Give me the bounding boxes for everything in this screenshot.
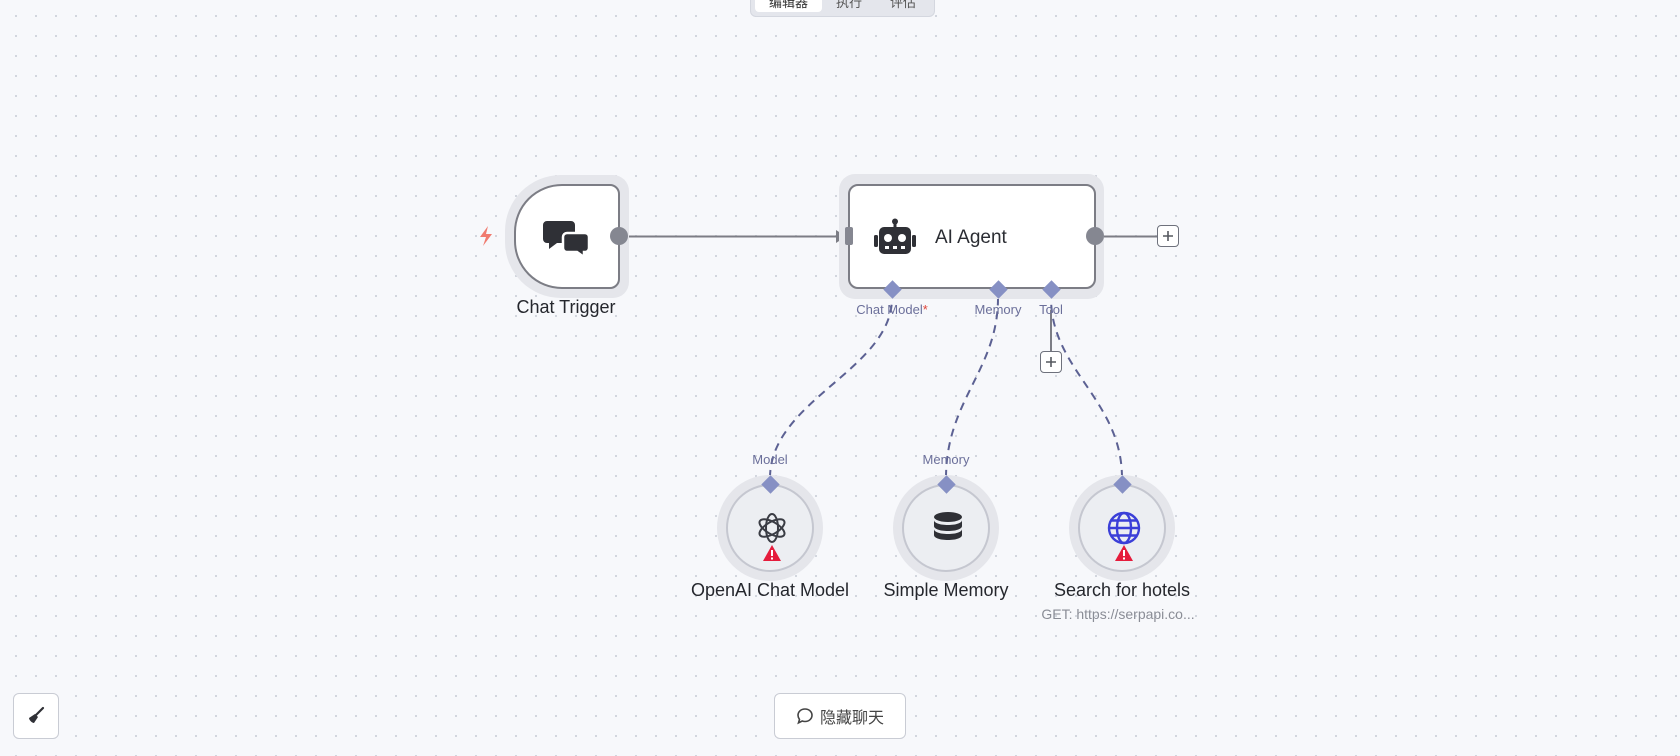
trigger-output-handle[interactable] <box>610 227 628 245</box>
warning-icon <box>763 545 781 561</box>
search-for-hotels-subtitle: GET: https://serpapi.co... <box>1041 606 1195 622</box>
database-icon <box>934 512 962 540</box>
node-openai-chat-model[interactable] <box>726 484 814 572</box>
edge-tool-to-agent <box>1050 297 1123 479</box>
node-chat-trigger[interactable] <box>514 184 620 289</box>
warning-icon <box>1115 545 1133 561</box>
tab-evaluations[interactable]: 评估 <box>890 0 917 10</box>
openai-chat-model-label: OpenAI Chat Model <box>690 580 850 600</box>
agent-output-handle[interactable] <box>1086 227 1104 245</box>
chat-bubbles-icon <box>543 220 591 257</box>
simple-memory-label: Simple Memory <box>883 580 1009 600</box>
node-simple-memory[interactable] <box>902 484 990 572</box>
memory-port-label: Memory <box>922 452 970 467</box>
agent-port-memory-label: Memory <box>974 302 1022 317</box>
hide-chat-button[interactable]: 隐藏聊天 <box>774 693 906 739</box>
globe-icon <box>1107 511 1141 545</box>
required-mark: * <box>922 302 928 317</box>
openai-port-label: Model <box>752 452 788 467</box>
node-ai-agent[interactable]: AI Agent <box>848 184 1096 289</box>
agent-input-handle[interactable] <box>845 227 853 245</box>
chat-trigger-label: Chat Trigger <box>516 297 616 317</box>
hide-chat-label: 隐藏聊天 <box>819 710 884 727</box>
agent-port-chat-model-label: Chat Model* <box>856 302 928 317</box>
broom-icon <box>29 706 45 723</box>
tool-add-button[interactable] <box>1040 351 1062 373</box>
node-search-for-hotels[interactable] <box>1078 484 1166 572</box>
openai-icon <box>758 513 786 543</box>
tab-editor[interactable]: 编辑器 <box>755 0 823 12</box>
agent-port-tool-label: Tool <box>1039 302 1063 317</box>
edge-model-to-agent <box>769 297 893 479</box>
clean-canvas-button[interactable] <box>13 693 59 739</box>
edge-memory-to-agent <box>945 297 999 479</box>
agent-add-next-button[interactable] <box>1157 225 1179 247</box>
plus-icon <box>1163 231 1173 241</box>
port-label-text: Chat Model <box>856 302 923 317</box>
search-for-hotels-label: Search for hotels <box>1053 580 1191 600</box>
chat-bubble-icon <box>797 708 813 725</box>
plus-icon <box>1046 357 1056 367</box>
robot-icon <box>874 218 916 254</box>
tab-executions[interactable]: 执行 <box>836 0 863 10</box>
view-tabs: 编辑器 执行 评估 <box>750 0 936 17</box>
trigger-bolt-icon <box>480 226 492 246</box>
ai-agent-label: AI Agent <box>935 227 1007 248</box>
